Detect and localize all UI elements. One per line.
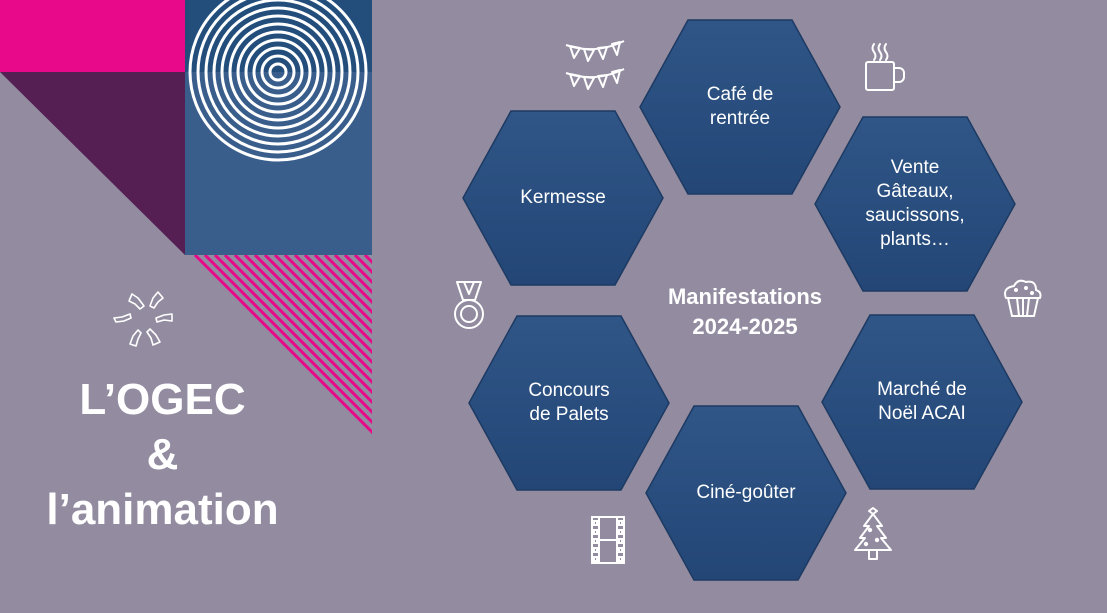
christmas-tree-icon (854, 507, 892, 560)
hexagon-palets (468, 315, 670, 491)
hands-circle-icon (113, 291, 173, 347)
event-label-kermesse: Kermesse (520, 187, 606, 208)
event-label-cafe: Café de rentrée (706, 84, 774, 129)
hexagon-vente (814, 116, 1016, 292)
hexagon-kermesse (462, 110, 664, 286)
bunting-icon (565, 40, 625, 90)
page-title: L’OGEC & l’animation (0, 372, 325, 537)
center-title-line-1: Manifestations (667, 284, 823, 309)
event-label-cine: Ciné-goûter (696, 482, 796, 503)
magenta-block (0, 0, 185, 72)
center-title: Manifestations 2024-2025 (615, 282, 875, 342)
title-line-3: l’animation (46, 485, 279, 534)
title-line-2: & (146, 430, 179, 479)
film-strip-icon (591, 516, 625, 564)
event-label-palets: Concours de Palets (528, 380, 610, 425)
plum-triangle (0, 72, 185, 255)
hexagon-cafe (639, 19, 841, 195)
decorative-graphic (0, 0, 372, 443)
hexagon-cine (645, 405, 847, 581)
coffee-cup-icon (865, 43, 905, 91)
cupcake-icon (1004, 279, 1042, 317)
hexagon-marche (821, 314, 1023, 490)
arcs-pattern (188, 0, 368, 162)
event-label-marche: Marché de Noël ACAI (877, 379, 967, 424)
title-line-1: L’OGEC (79, 375, 246, 424)
event-label-vente: Vente Gâteaux, saucissons, plants… (865, 157, 965, 250)
center-title-line-2: 2024-2025 (692, 314, 798, 339)
medal-icon (454, 281, 484, 329)
